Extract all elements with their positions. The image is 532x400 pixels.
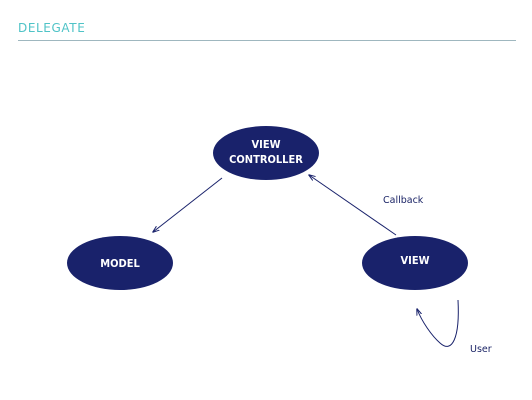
arrow-user-loop: [417, 299, 459, 347]
slide-title: DELEGATE: [18, 21, 86, 35]
node-model-shape: [67, 236, 173, 290]
callback-label: Callback: [383, 195, 424, 206]
node-view-controller-label-line2: CONTROLLER: [229, 153, 303, 166]
node-view: VIEW: [362, 236, 468, 290]
node-view-controller-label-line1: VIEW: [251, 138, 280, 151]
node-model-label: MODEL: [100, 257, 140, 270]
arrow-view-controller-to-model: [153, 177, 223, 232]
node-view-controller: VIEW CONTROLLER: [213, 126, 319, 180]
node-view-shape: [362, 236, 468, 290]
user-label: User: [470, 344, 492, 355]
node-model: MODEL: [67, 236, 173, 290]
node-view-controller-shape: [213, 126, 319, 180]
node-view-label: VIEW: [400, 254, 429, 267]
title-divider: [18, 40, 516, 41]
arrow-view-to-view-controller: [309, 175, 397, 236]
